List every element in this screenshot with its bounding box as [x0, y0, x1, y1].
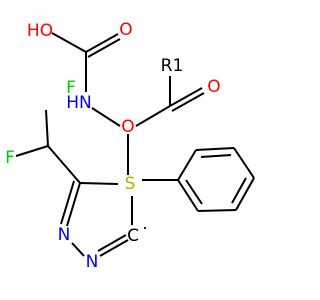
phenyl-inner-bond-2 [231, 177, 247, 204]
bond-c3-n-double-a [66, 182, 81, 227]
phenyl-bond-4 [235, 177, 255, 211]
bond-cf3-f-top [45, 109, 49, 147]
bond-c3-cf3 [47, 145, 81, 184]
phenyl-inner-bond-1 [200, 154, 232, 158]
bond-nh-o-ether [91, 107, 121, 127]
atom-o-ether: O [121, 117, 134, 137]
bond-n-c-radical-b [97, 234, 127, 252]
phenyl-bond-5 [197, 209, 237, 212]
bond-n-c-radical-a [99, 239, 129, 257]
phenyl-bond-1 [177, 149, 197, 181]
atom-n-left: N [58, 225, 71, 245]
phenyl-bond-6 [177, 179, 199, 212]
phenyl-bond-3 [233, 147, 255, 179]
atom-f-left: F [5, 148, 15, 168]
atom-c-radical: C [127, 226, 139, 246]
molecule-canvas: HO O F HN R1 O O F S N N C · [5, 20, 255, 272]
atom-n-right: N [86, 252, 99, 272]
atom-s: S [125, 174, 136, 194]
bond-n-n [71, 242, 85, 257]
atom-nh: HN [66, 93, 92, 113]
atom-oh: HO [27, 21, 53, 41]
bond-c3-n-double-b [60, 180, 75, 225]
molecule-structure: HO O F HN R1 O O F S N N C · [5, 20, 255, 272]
atom-f-top: F [66, 78, 76, 98]
radical-dot: · [142, 219, 147, 239]
bond-c1-o-double-a [85, 33, 119, 53]
bond-c2-o-double-b [171, 92, 205, 112]
bond-o-ether-c2 [135, 105, 171, 127]
atom-o-carbonyl-1: O [119, 20, 132, 40]
atom-o-carbonyl-2: O [207, 77, 220, 97]
bond-c2-o-double-a [169, 87, 203, 107]
bond-c3-s [79, 182, 119, 185]
bond-oh-c1 [51, 32, 87, 53]
atom-r1: R1 [161, 56, 184, 76]
bond-cf3-f-left [15, 145, 49, 157]
bond-c1-o-double-b [87, 38, 121, 58]
phenyl-inner-bond-3 [185, 179, 203, 205]
phenyl-bond-2 [195, 147, 235, 151]
